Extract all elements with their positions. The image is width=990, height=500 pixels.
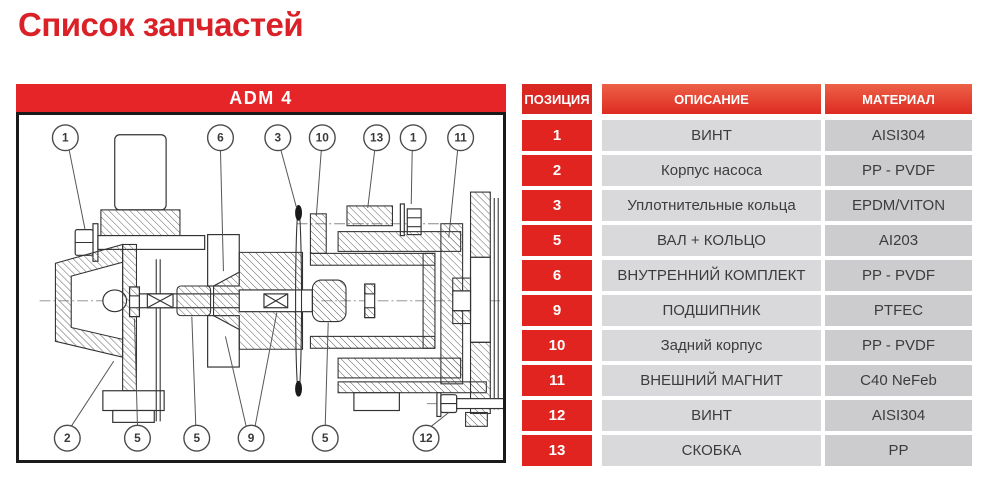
table-row: 1 ВИНТ AISI304 xyxy=(522,120,972,151)
table-row: 2 Корпус насоса PP - PVDF xyxy=(522,155,972,186)
cell-position: 6 xyxy=(522,260,592,291)
svg-text:6: 6 xyxy=(217,131,224,145)
shaft-pin-left xyxy=(146,293,174,309)
table-row: 9 ПОДШИПНИК PTFEC xyxy=(522,295,972,326)
table-row: 11 ВНЕШНИЙ МАГНИТ C40 NeFeb xyxy=(522,365,972,396)
svg-text:1: 1 xyxy=(410,131,417,145)
pump-diagram-panel: ADM 4 .wht{fill:#ffffff;stroke:#333;stro… xyxy=(16,84,506,463)
callout-shaft-5a: 5 xyxy=(123,424,151,452)
cell-description: Задний корпус xyxy=(602,330,821,361)
svg-text:12: 12 xyxy=(419,431,433,445)
rear-bolt xyxy=(436,392,503,427)
rear-casing xyxy=(309,213,436,349)
callout-inner-kit-6: 6 xyxy=(206,124,235,152)
callout-screw-1-left: 1 xyxy=(51,124,79,152)
cell-material: AI203 xyxy=(825,225,972,256)
callout-bearing-9: 9 xyxy=(237,424,265,452)
header-position: ПОЗИЦИЯ xyxy=(522,84,592,114)
cell-material: PP xyxy=(825,435,972,466)
page-title: Список запчастей xyxy=(18,6,304,43)
header-description: ОПИСАНИЕ xyxy=(602,84,821,114)
svg-text:11: 11 xyxy=(454,131,467,145)
cell-position: 5 xyxy=(522,225,592,256)
svg-text:3: 3 xyxy=(274,131,281,145)
cell-material: C40 NeFeb xyxy=(825,365,972,396)
svg-text:5: 5 xyxy=(193,431,200,445)
svg-text:1: 1 xyxy=(62,131,69,145)
cell-description: ПОДШИПНИК xyxy=(602,295,821,326)
parts-table-header: ПОЗИЦИЯ ОПИСАНИЕ МАТЕРИАЛ xyxy=(522,84,972,114)
callout-screw-1-right: 1 xyxy=(399,124,427,152)
cell-description: ВНЕШНИЙ МАГНИТ xyxy=(602,365,821,396)
cell-position: 9 xyxy=(522,295,592,326)
callout-rear-casing-10: 10 xyxy=(308,124,336,152)
base-plate xyxy=(337,381,487,394)
table-row: 3 Уплотнительные кольца EPDM/VITON xyxy=(522,190,972,221)
pump-cross-section-drawing: .wht{fill:#ffffff;stroke:#333;stroke-wid… xyxy=(16,112,506,463)
cell-material: PP - PVDF xyxy=(825,155,972,186)
callout-magnet-11: 11 xyxy=(447,124,475,152)
table-row: 10 Задний корпус PP - PVDF xyxy=(522,330,972,361)
casing-wall xyxy=(122,243,138,392)
cell-material: PP - PVDF xyxy=(825,260,972,291)
cell-position: 2 xyxy=(522,155,592,186)
table-row: 5 ВАЛ + КОЛЬЦО AI203 xyxy=(522,225,972,256)
parts-table: ПОЗИЦИЯ ОПИСАНИЕ МАТЕРИАЛ 1 ВИНТ AISI304… xyxy=(522,84,972,470)
cell-position: 13 xyxy=(522,435,592,466)
svg-text:5: 5 xyxy=(134,431,141,445)
cell-description: СКОБКА xyxy=(602,435,821,466)
casing-foot xyxy=(102,390,165,412)
cell-position: 10 xyxy=(522,330,592,361)
table-row: 6 ВНУТРЕННИЙ КОМПЛЕКТ PP - PVDF xyxy=(522,260,972,291)
cell-description: ВНУТРЕННИЙ КОМПЛЕКТ xyxy=(602,260,821,291)
casing-flange xyxy=(100,209,181,241)
rear-foot xyxy=(353,392,400,412)
pump-cross-section-svg: .wht{fill:#ffffff;stroke:#333;stroke-wid… xyxy=(39,124,503,452)
callout-shaft-5b: 5 xyxy=(183,424,211,452)
discharge-port xyxy=(114,134,167,211)
leader-lines xyxy=(68,149,459,428)
callout-bracket-13: 13 xyxy=(363,124,391,152)
cell-position: 1 xyxy=(522,120,592,151)
cell-position: 12 xyxy=(522,400,592,431)
small-screw xyxy=(399,203,422,237)
header-material: МАТЕРИАЛ xyxy=(825,84,972,114)
callout-bolt-12: 12 xyxy=(412,424,440,452)
svg-text:9: 9 xyxy=(248,431,255,445)
cell-material: PTFEC xyxy=(825,295,972,326)
svg-text:2: 2 xyxy=(64,431,71,445)
cell-material: AISI304 xyxy=(825,120,972,151)
cell-description: ВИНТ xyxy=(602,120,821,151)
bracket xyxy=(346,205,393,227)
parts-table-body: 1 ВИНТ AISI304 2 Корпус насоса PP - PVDF… xyxy=(522,120,972,466)
shaft-end-cap xyxy=(311,279,347,323)
cell-material: PP - PVDF xyxy=(825,330,972,361)
table-row: 13 СКОБКА PP xyxy=(522,435,972,466)
svg-text:5: 5 xyxy=(322,431,329,445)
cell-description: Корпус насоса xyxy=(602,155,821,186)
cell-material: EPDM/VITON xyxy=(825,190,972,221)
cell-material: AISI304 xyxy=(825,400,972,431)
external-magnet xyxy=(337,223,464,385)
cell-position: 11 xyxy=(522,365,592,396)
svg-text:13: 13 xyxy=(370,131,384,145)
callout-casing-2: 2 xyxy=(53,424,81,452)
shaft-collar xyxy=(176,285,212,317)
table-row: 12 ВИНТ AISI304 xyxy=(522,400,972,431)
cell-position: 3 xyxy=(522,190,592,221)
diagram-model-banner: ADM 4 xyxy=(16,84,506,112)
svg-text:10: 10 xyxy=(316,131,330,145)
casing-foot-base xyxy=(112,409,155,423)
callout-oring-3: 3 xyxy=(264,124,292,152)
cell-description: ВАЛ + КОЛЬЦО xyxy=(602,225,821,256)
o-ring xyxy=(295,204,303,397)
cell-description: Уплотнительные кольца xyxy=(602,190,821,221)
callout-shaft-5c: 5 xyxy=(311,424,339,452)
shaft-pin-right xyxy=(263,293,289,309)
cell-description: ВИНТ xyxy=(602,400,821,431)
